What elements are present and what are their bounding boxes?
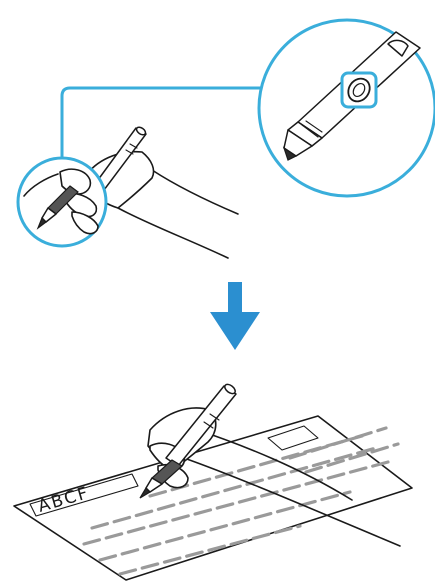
hand-holding-pen <box>83 126 239 259</box>
pen-button-magnifier <box>257 18 435 198</box>
grip-magnifier <box>16 156 108 248</box>
paper-sheet <box>13 415 413 581</box>
pen-in-hand <box>94 126 147 191</box>
paper-dashed-lines <box>82 426 400 576</box>
down-arrow-icon <box>210 282 260 350</box>
callout-connector-line <box>60 86 262 162</box>
writing-scene: ABCF <box>13 383 413 581</box>
pen-writing <box>139 383 237 499</box>
